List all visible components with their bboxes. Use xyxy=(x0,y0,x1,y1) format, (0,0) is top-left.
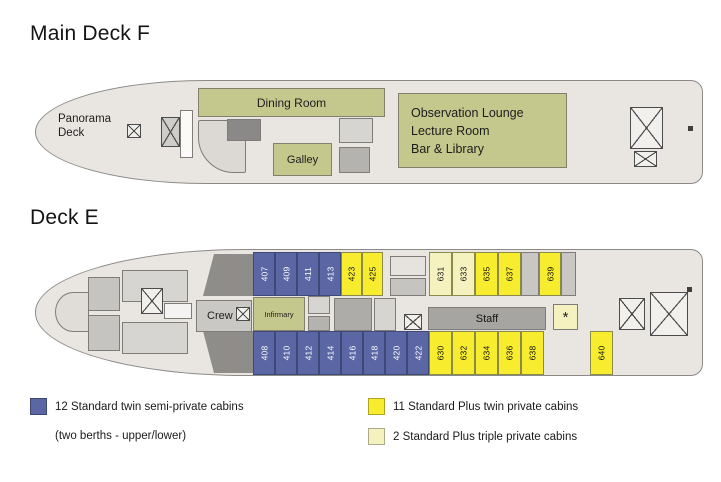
observation-lounge-line2: Lecture Room xyxy=(411,124,490,138)
cabin-409: 409 xyxy=(275,252,297,296)
cabin-414: 414 xyxy=(319,331,341,375)
service-space xyxy=(561,252,576,296)
cabin-422: 422 xyxy=(407,331,429,375)
stairs-icon xyxy=(404,314,422,330)
cabin-418: 418 xyxy=(363,331,385,375)
cabin-411: 411 xyxy=(297,252,319,296)
cabin-420: 420 xyxy=(385,331,407,375)
utility-box xyxy=(374,298,396,331)
hatch-icon xyxy=(127,124,141,138)
cabin-631: 631 xyxy=(429,252,452,296)
cabin-638: 638 xyxy=(521,331,544,375)
cabin-410: 410 xyxy=(275,331,297,375)
cabin-635: 635 xyxy=(475,252,498,296)
utility-box xyxy=(308,296,330,314)
service-space xyxy=(521,252,539,296)
tank-wedge-upper xyxy=(203,254,253,296)
cabin-639: 639 xyxy=(539,252,561,296)
legend-swatch-plus-twin xyxy=(368,398,385,415)
panorama-deck-label: Panorama Deck xyxy=(58,112,111,140)
cabin-630: 630 xyxy=(429,331,452,375)
fitting-dot xyxy=(687,287,692,292)
legend-swatch-standard-twin xyxy=(30,398,47,415)
deck-structure-lower xyxy=(390,278,426,296)
panorama-deck-line2: Deck xyxy=(58,127,85,139)
dining-room-label: Dining Room xyxy=(256,95,327,110)
infirmary-room: Infirmary xyxy=(253,297,305,331)
observation-lounge-text: Observation Lounge Lecture Room Bar & Li… xyxy=(411,104,524,158)
observation-lounge-line3: Bar & Library xyxy=(411,142,484,156)
stairs-icon xyxy=(650,292,688,336)
asterisk-cabin: * xyxy=(553,304,578,330)
stairs-icon xyxy=(630,107,663,149)
bow-compartment xyxy=(55,292,89,332)
cabin-413: 413 xyxy=(319,252,341,296)
cabin-408: 408 xyxy=(253,331,275,375)
utility-box-upper xyxy=(339,118,373,143)
legend-label-standard-twin: 12 Standard twin semi-private cabins xyxy=(55,401,244,413)
observation-lounge: Observation Lounge Lecture Room Bar & Li… xyxy=(398,93,567,168)
legend-label-plus-triple: 2 Standard Plus triple private cabins xyxy=(393,431,578,443)
cabin-636: 636 xyxy=(498,331,521,375)
fore-store-lower xyxy=(122,322,188,354)
lobby-box xyxy=(180,110,193,158)
cabin-425: 425 xyxy=(362,252,383,296)
service-box xyxy=(227,119,261,141)
observation-lounge-line1: Observation Lounge xyxy=(411,106,524,120)
deck-e-hull: Crew Infirmary Staff * 407 409 411 413 4… xyxy=(35,249,703,376)
engine-casing xyxy=(334,298,372,331)
cabin-632: 632 xyxy=(452,331,475,375)
galley-label: Galley xyxy=(286,153,319,166)
cabin-633: 633 xyxy=(452,252,475,296)
hatch-icon xyxy=(634,151,657,167)
staff-room: Staff xyxy=(428,307,546,330)
cabin-416: 416 xyxy=(341,331,363,375)
deck-structure-upper xyxy=(390,256,426,276)
cabin-640: 640 xyxy=(590,331,613,375)
hatch-icon xyxy=(236,307,250,321)
cabin-407: 407 xyxy=(253,252,275,296)
legend-swatch-plus-triple xyxy=(368,428,385,445)
utility-box xyxy=(308,316,330,331)
panorama-deck-line1: Panorama xyxy=(58,113,112,125)
tank-wedge-lower xyxy=(203,331,253,373)
cabin-637: 637 xyxy=(498,252,521,296)
crew-label: Crew xyxy=(207,310,233,322)
asterisk-label: * xyxy=(562,308,569,326)
legend-label-plus-twin: 11 Standard Plus twin private cabins xyxy=(393,401,579,413)
bow-box-upper xyxy=(88,277,120,311)
deck-f-title: Main Deck F xyxy=(30,22,151,45)
stairs-icon xyxy=(619,298,645,330)
legend-sublabel-standard-twin: (two berths - upper/lower) xyxy=(55,430,187,442)
cabin-634: 634 xyxy=(475,331,498,375)
utility-box-lower xyxy=(339,147,370,173)
cabin-423: 423 xyxy=(341,252,362,296)
cabin-412: 412 xyxy=(297,331,319,375)
fore-locker xyxy=(164,303,192,319)
staff-label: Staff xyxy=(475,312,499,325)
galley-room: Galley xyxy=(273,143,332,176)
dining-room: Dining Room xyxy=(198,88,385,117)
deck-e-title: Deck E xyxy=(30,206,99,229)
bow-box-lower xyxy=(88,315,120,351)
stairs-icon xyxy=(141,288,163,314)
deck-f-hull: Panorama Deck Dining Room Galley Observa… xyxy=(35,80,703,184)
fitting-dot xyxy=(688,126,693,131)
infirmary-label: Infirmary xyxy=(264,309,294,319)
stairs-icon xyxy=(161,117,180,147)
